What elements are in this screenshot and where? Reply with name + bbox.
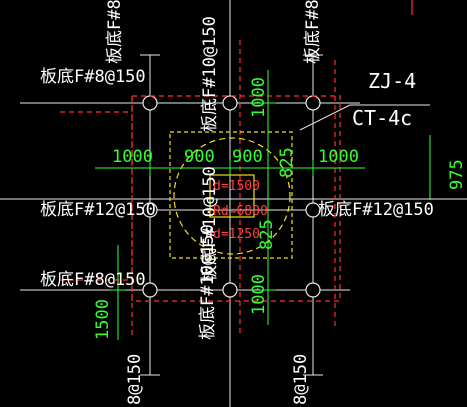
dim-vert-1500-left: 1500 — [93, 299, 113, 340]
dim-vert-1000-top: 1000 — [249, 77, 269, 118]
dim-right-1000: 1000 — [318, 147, 359, 167]
slab-label-top-right-vertical: 板底F#8 — [303, 0, 323, 64]
rebar-circle-top-right — [305, 95, 321, 111]
rebar-circle-mid-right — [305, 202, 321, 218]
slab-label-top-left-vertical: 板底F#8 — [105, 0, 125, 64]
rebar-circle-top-center — [222, 95, 238, 111]
dim-vert-975-right: 975 — [447, 159, 467, 190]
dim-mid-900-left: 900 — [184, 147, 215, 167]
rebar-labels: 板底F#8@150 板底F#12@150 板底F#12@150 板底F#8@15… — [40, 0, 434, 405]
pile-capacity-label: Rd=6800 — [213, 204, 268, 219]
dim-left-1000: 1000 — [112, 147, 153, 167]
pile-circle — [173, 137, 291, 255]
dim-vert-825-bottom: 825 — [257, 219, 277, 250]
slab-label-top-center-vertical: 板底F#10@150 — [200, 16, 220, 132]
slab-label-mid-right: 板底F#12@150 — [318, 200, 434, 220]
rebar-circles — [142, 95, 321, 298]
pile-cap-outline — [169, 131, 293, 259]
rebar-circle-mid-left — [142, 202, 158, 218]
slab-label-bottom-left-vertical: 8@150 — [125, 354, 145, 405]
pile-labels: d=1500 Rd=6800 d=1250 — [213, 179, 268, 242]
cap-id: CT-4c — [352, 106, 412, 130]
cap-dashed-rect — [169, 131, 293, 259]
foundation-outline — [60, 40, 341, 335]
dim-vert-1000-bottom: 1000 — [249, 274, 269, 315]
rebar-circle-bottom-left — [142, 282, 158, 298]
pile-diameter-2-label: d=1250 — [213, 227, 260, 242]
slab-label-mid-left: 板底F#12@150 — [40, 200, 156, 220]
dimension-lines — [95, 70, 431, 340]
leader-line — [299, 104, 351, 131]
rebar-circle-bottom-center — [222, 282, 238, 298]
pile-diameter-label: d=1500 — [213, 179, 260, 194]
column-rect — [209, 174, 255, 218]
slab-label-mid-center-vertical: 板底F#10@150 — [200, 166, 220, 282]
dimension-labels: 1000 900 900 1000 1000 1000 825 825 1500… — [93, 77, 467, 340]
slab-label-bottom-right-vertical: 8@150 — [291, 354, 311, 405]
rebar-circle-bottom-right — [305, 282, 321, 298]
dim-mid-900-right: 900 — [232, 147, 263, 167]
foundation-id: ZJ-4 — [368, 69, 416, 93]
rebar-circle-top-left — [142, 95, 158, 111]
slab-label-top-left: 板底F#8@150 — [40, 67, 146, 87]
dim-vert-825-top: 825 — [277, 147, 297, 178]
slab-label-bottom-left: 板底F#8@150 — [40, 270, 146, 290]
slab-label-bottom-center-vertical: 板底F#10@150 — [198, 224, 218, 340]
